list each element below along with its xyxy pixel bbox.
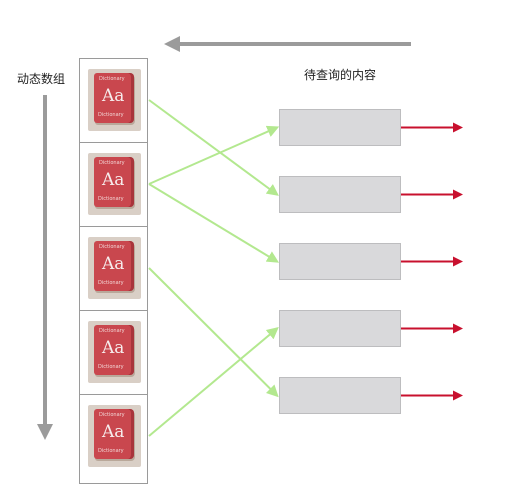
dictionary-top-text: Dictionary (99, 244, 125, 250)
dictionary-aa-text: Aa (102, 254, 125, 274)
query-content-box (279, 176, 401, 213)
dictionary-bottom-text: Dictionary (98, 448, 124, 454)
dictionary-bottom-text: Dictionary (98, 364, 124, 370)
dictionary-aa-text: Aa (102, 86, 125, 106)
query-content-box (279, 243, 401, 280)
dictionary-top-text: Dictionary (99, 412, 125, 418)
mapping-line (148, 183, 280, 263)
mapping-lines (148, 99, 280, 437)
query-content-label: 待查询的内容 (304, 68, 377, 82)
mapping-line (148, 125, 280, 185)
dictionary-top-text: Dictionary (99, 160, 125, 166)
dictionary-aa-text: Aa (102, 422, 125, 442)
mapping-line (148, 267, 279, 398)
dictionary-top-text: Dictionary (99, 328, 125, 334)
query-content-box (279, 377, 401, 414)
query-content-box (279, 310, 401, 347)
mapping-line (148, 326, 279, 437)
output-arrows (401, 122, 463, 401)
dictionary-bottom-text: Dictionary (98, 196, 124, 202)
dictionary-bottom-text: Dictionary (98, 112, 124, 118)
dynamic-array-label: 动态数组 (17, 72, 66, 86)
dictionary-bottom-text: Dictionary (98, 280, 124, 286)
mapping-line (148, 99, 279, 196)
dictionary-aa-text: Aa (102, 338, 125, 358)
dictionary-aa-text: Aa (102, 170, 125, 190)
dictionary-top-text: Dictionary (99, 76, 125, 82)
query-content-box (279, 109, 401, 146)
